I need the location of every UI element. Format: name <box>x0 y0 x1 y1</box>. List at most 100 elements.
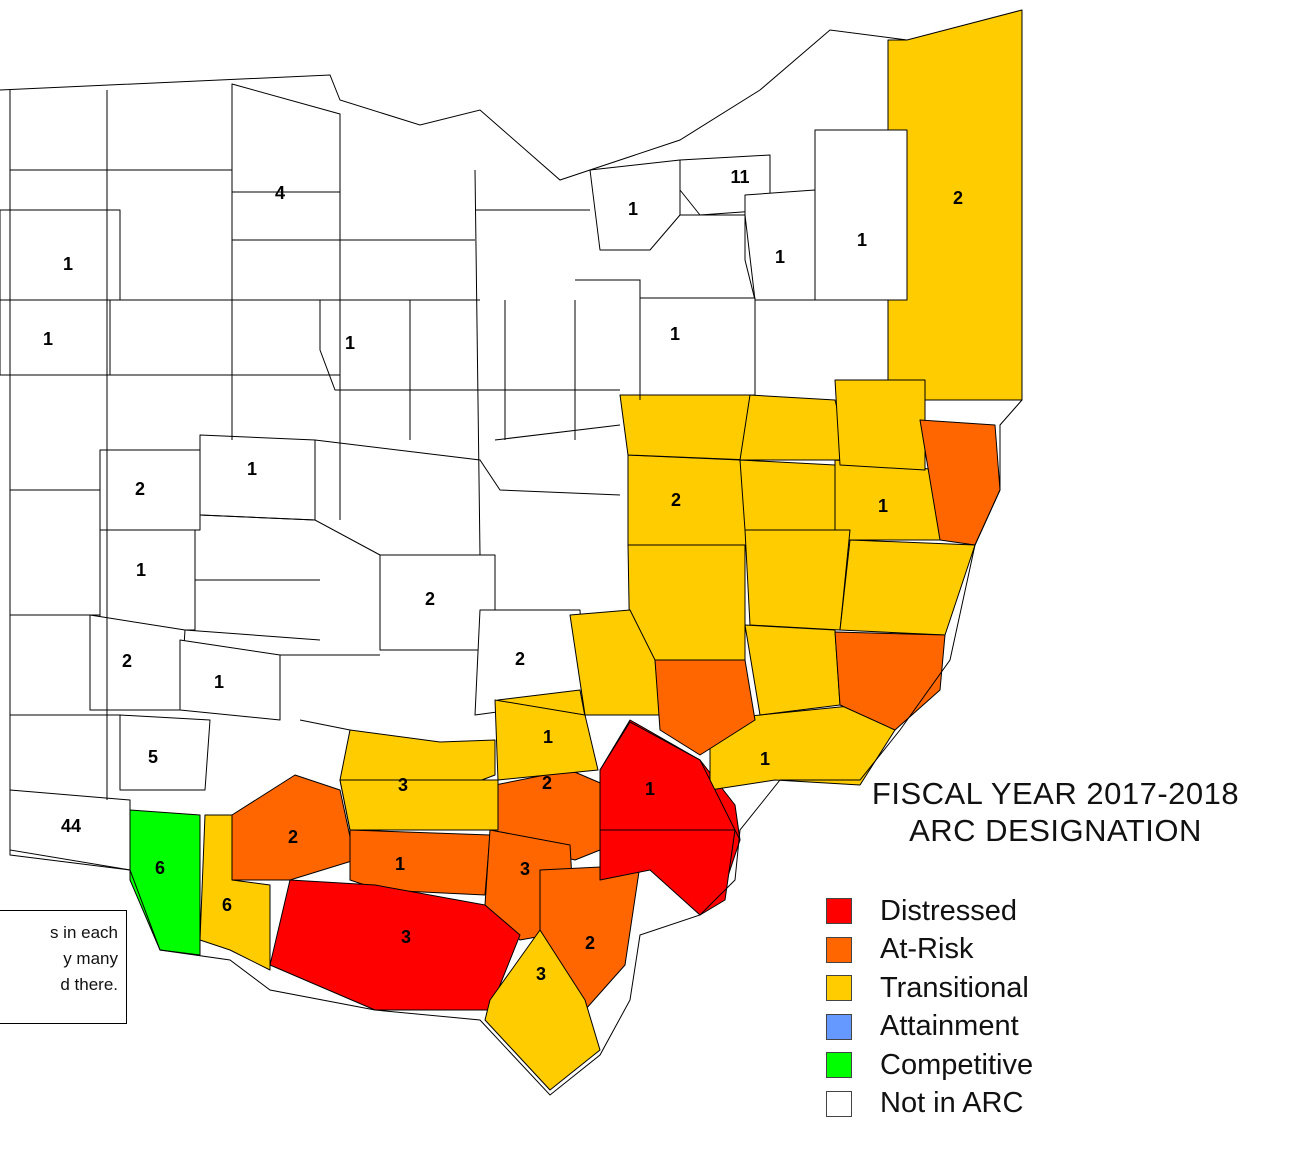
legend-swatch-at-risk <box>826 936 852 963</box>
county-count-15: 1 <box>136 560 146 580</box>
county-count-2: 1 <box>63 254 73 274</box>
legend-label-at-risk: At-Risk <box>880 933 974 966</box>
county-count-22: 3 <box>398 775 408 795</box>
county-9 <box>319 299 411 391</box>
county-5 <box>589 159 681 251</box>
legend-title: FISCAL YEAR 2017-2018 ARC DESIGNATION <box>828 775 1283 849</box>
legend-swatch-not-in-arc <box>826 1090 852 1117</box>
county-count-13: 2 <box>671 490 681 510</box>
county-19 <box>179 639 281 721</box>
county-count-21: 5 <box>148 747 158 767</box>
county-count-6: 1 <box>775 247 785 267</box>
county-45 <box>339 779 499 831</box>
county-border-1 <box>0 29 908 181</box>
county-count-33: 2 <box>585 933 595 953</box>
county-count-32: 3 <box>401 927 411 947</box>
county-count-29: 1 <box>395 854 405 874</box>
legend-item-transitional: Transitional <box>826 969 1033 1008</box>
county-count-30: 3 <box>520 859 530 879</box>
county-border-8 <box>680 129 907 301</box>
note-line-1: s in each <box>49 923 118 942</box>
legend-title-line2: ARC DESIGNATION <box>909 813 1202 848</box>
county-count-20: 1 <box>543 727 553 747</box>
legend-label-competitive: Competitive <box>880 1048 1034 1081</box>
county-count-8: 1 <box>43 329 53 349</box>
note-box: s in each y many d there. <box>0 910 127 1024</box>
county-34 <box>484 929 601 1091</box>
county-count-14: 1 <box>878 496 888 516</box>
county-36 <box>739 394 851 461</box>
county-12 <box>199 434 316 521</box>
county-count-17: 2 <box>515 649 525 669</box>
legend-label-not-in-arc: Not in ARC <box>880 1087 1024 1120</box>
county-2 <box>0 209 121 301</box>
county-48 <box>654 659 756 756</box>
county-44 <box>494 699 599 781</box>
county-count-23: 1 <box>645 779 655 799</box>
note-line-3: d there. <box>60 975 118 994</box>
county-count-18: 2 <box>122 651 132 671</box>
legend-item-competitive: Competitive <box>826 1046 1033 1085</box>
legend-label-transitional: Transitional <box>880 971 1029 1004</box>
county-count-4: 2 <box>953 188 963 208</box>
county-43 <box>744 624 841 716</box>
legend-item-attainment: Attainment <box>826 1008 1033 1047</box>
county-10 <box>639 297 756 396</box>
note-line-2: y many <box>63 949 118 968</box>
county-count-26: 2 <box>288 827 298 847</box>
legend-swatch-attainment <box>826 1013 852 1040</box>
county-count-19: 1 <box>214 672 224 692</box>
county-border-7 <box>184 439 621 731</box>
county-border-5 <box>120 239 620 556</box>
county-6 <box>744 189 816 301</box>
legend-item-not-in-arc: Not in ARC <box>826 1085 1033 1124</box>
county-count-12: 1 <box>247 459 257 479</box>
county-count-10: 1 <box>670 324 680 344</box>
legend-swatch-distressed <box>826 898 852 925</box>
county-16 <box>379 554 496 651</box>
county-count-1: 4 <box>275 183 285 203</box>
county-borders <box>0 10 1023 1096</box>
county-4 <box>887 9 1023 401</box>
county-40 <box>744 529 851 631</box>
county-border-3 <box>106 84 481 800</box>
county-35 <box>619 394 751 461</box>
county-count-9: 1 <box>345 333 355 353</box>
county-count-34: 3 <box>536 964 546 984</box>
county-15 <box>99 529 196 631</box>
county-count-25: 44 <box>61 816 81 836</box>
legend-item-distressed: Distressed <box>826 892 1033 931</box>
county-37 <box>834 379 926 471</box>
legend-label-distressed: Distressed <box>880 894 1017 927</box>
county-count-24: 1 <box>760 749 770 769</box>
county-border-4 <box>10 169 340 716</box>
county-count-5: 1 <box>628 199 638 219</box>
county-count-16: 2 <box>425 589 435 609</box>
county-11 <box>99 449 201 531</box>
county-count-31: 6 <box>222 895 232 915</box>
county-count-3: 11 <box>730 167 749 187</box>
legend: Distressed At-Risk Transitional Attainme… <box>826 892 1033 1123</box>
county-border-2 <box>9 10 1023 1096</box>
county-7 <box>814 129 908 301</box>
county-28 <box>129 809 201 956</box>
county-32 <box>269 879 521 1011</box>
county-13 <box>627 454 756 546</box>
legend-swatch-competitive <box>826 1052 852 1079</box>
county-21 <box>119 714 211 791</box>
county-count-7: 1 <box>857 230 867 250</box>
county-count-28: 6 <box>155 858 165 878</box>
county-1 <box>231 83 341 193</box>
county-29 <box>349 829 491 896</box>
county-18 <box>89 614 186 711</box>
legend-item-at-risk: At-Risk <box>826 931 1033 970</box>
county-31 <box>199 814 271 971</box>
legend-swatch-transitional <box>826 975 852 1002</box>
county-border-6 <box>409 209 641 441</box>
county-38 <box>739 459 836 531</box>
county-count-27: 2 <box>542 773 552 793</box>
legend-label-attainment: Attainment <box>880 1010 1019 1043</box>
